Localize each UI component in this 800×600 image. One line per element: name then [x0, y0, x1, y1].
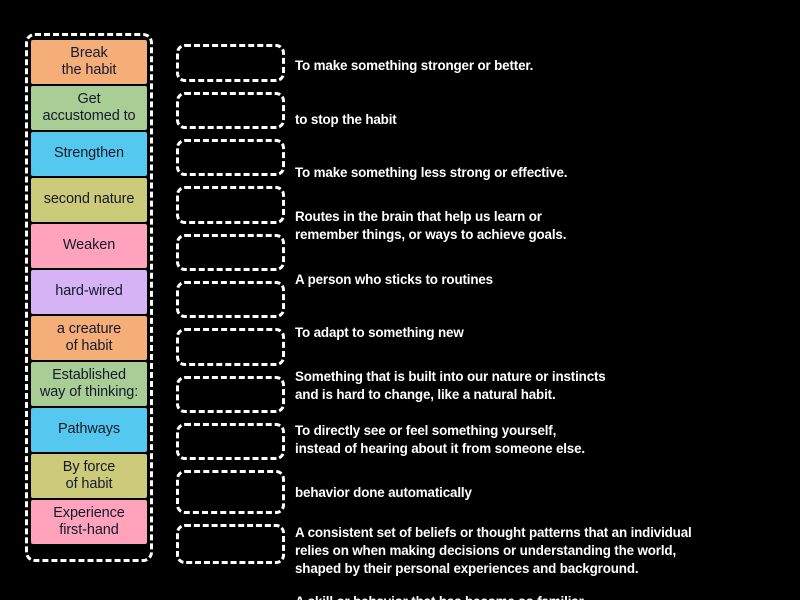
drop-zone[interactable]: [176, 524, 285, 564]
draggable-tile[interactable]: second nature: [31, 178, 147, 222]
definition-text: To adapt to something new: [295, 324, 464, 340]
drop-zone[interactable]: [176, 92, 285, 129]
draggable-tile[interactable]: Break the habit: [31, 40, 147, 84]
definition-text: To make something less strong or effecti…: [295, 164, 568, 180]
draggable-tile[interactable]: Established way of thinking:: [31, 362, 147, 406]
definition-text: Routes in the brain that help us learn o…: [295, 209, 567, 242]
definition-text: A person who sticks to routines: [295, 271, 493, 287]
draggable-tile[interactable]: Strengthen: [31, 132, 147, 176]
drop-zone-column: [176, 44, 286, 574]
definition-text: A consistent set of beliefs or thought p…: [295, 525, 692, 576]
definition-text: behavior done automatically: [295, 484, 472, 500]
drop-zone[interactable]: [176, 376, 285, 413]
drop-zone[interactable]: [176, 234, 285, 271]
drop-zone[interactable]: [176, 186, 285, 224]
drop-zone[interactable]: [176, 470, 285, 514]
draggable-tile[interactable]: Weaken: [31, 224, 147, 268]
definition-text: To directly see or feel something yourse…: [295, 422, 585, 456]
definition-column: To make something stronger or better. to …: [295, 44, 790, 600]
drop-zone[interactable]: [176, 139, 285, 176]
definition-text: A skill or behavior that has become so f…: [295, 587, 790, 600]
draggable-tile[interactable]: By force of habit: [31, 454, 147, 498]
drop-zone[interactable]: [176, 328, 285, 366]
definition-text: Something that is built into our nature …: [295, 369, 606, 402]
definition-text: To make something stronger or better.: [295, 58, 534, 74]
drop-zone[interactable]: [176, 423, 285, 460]
draggable-tile[interactable]: Get accustomed to: [31, 86, 147, 130]
draggable-tile[interactable]: Experience first-hand: [31, 500, 147, 544]
draggable-tile[interactable]: a creature of habit: [31, 316, 147, 360]
draggable-tile[interactable]: Pathways: [31, 408, 147, 452]
definition-text: to stop the habit: [295, 111, 397, 127]
drop-zone[interactable]: [176, 281, 285, 318]
draggable-tile[interactable]: hard-wired: [31, 270, 147, 314]
drop-zone[interactable]: [176, 44, 285, 82]
